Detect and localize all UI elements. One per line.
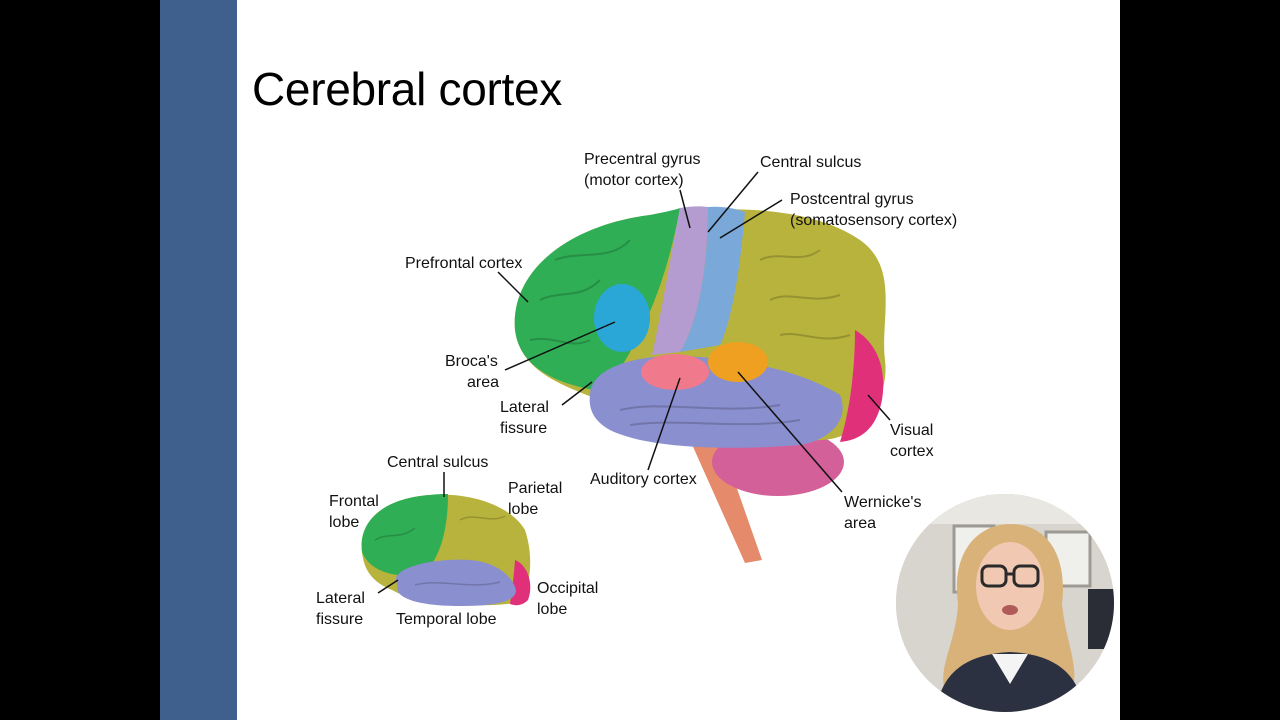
- label-wernickes: Wernicke's: [844, 494, 921, 511]
- presenter-collar: [992, 654, 1028, 684]
- gyri-texture: [529, 239, 851, 426]
- label-motor-cortex: (motor cortex): [584, 172, 684, 189]
- presenter-video-frame: [896, 494, 1114, 712]
- cortex-diagram: Precentral gyrus (motor cortex) Central …: [316, 151, 957, 628]
- label-brocas: Broca's: [445, 353, 498, 370]
- presenter-face: [976, 542, 1044, 630]
- small-frontal-region: [361, 494, 448, 576]
- brainstem: [690, 440, 762, 563]
- small-label-lateral: Lateral: [316, 590, 365, 607]
- slide-sidebar-bar: [160, 0, 237, 720]
- frontal-region: [514, 208, 680, 392]
- somatosensory-region: [680, 206, 745, 352]
- presenter-webcam: [896, 494, 1114, 712]
- motor-cortex-region: [652, 206, 708, 355]
- small-label-parietal-lobe: lobe: [508, 501, 538, 518]
- label-lateral: Lateral: [500, 399, 549, 416]
- slide: Cerebral cortex: [160, 0, 1120, 720]
- auditory-cortex-region: [641, 354, 709, 390]
- label-auditory-cortex: Auditory cortex: [590, 471, 697, 488]
- wernickes-area-region: [708, 342, 768, 382]
- small-label-frontal-lobe: lobe: [329, 514, 359, 531]
- small-label-lateral-fissure: fissure: [316, 611, 363, 628]
- large-brain: [514, 206, 886, 563]
- label-somatosensory-cortex: (somatosensory cortex): [790, 212, 957, 229]
- small-label-occipital: Occipital: [537, 580, 598, 597]
- label-precentral-gyrus: Precentral gyrus: [584, 151, 701, 168]
- small-label-parietal: Parietal: [508, 480, 562, 497]
- glasses-icon: [980, 564, 1040, 588]
- label-postcentral-gyrus: Postcentral gyrus: [790, 191, 914, 208]
- label-visual: Visual: [890, 422, 933, 439]
- presenter-mouth: [1002, 605, 1018, 615]
- small-temporal-region: [396, 559, 516, 606]
- visual-cortex-region: [840, 330, 884, 442]
- label-visual-cortex: cortex: [890, 443, 934, 460]
- slide-title: Cerebral cortex: [252, 63, 562, 115]
- label-wernickes-area: area: [844, 515, 876, 532]
- label-lateral-fissure: fissure: [500, 420, 547, 437]
- small-label-central-sulcus: Central sulcus: [387, 454, 488, 471]
- label-prefrontal-cortex: Prefrontal cortex: [405, 255, 522, 272]
- large-leader-lines: [497, 171, 891, 493]
- small-label-temporal-lobe: Temporal lobe: [396, 611, 497, 628]
- small-leader-lines: [377, 472, 445, 594]
- small-label-frontal: Frontal: [329, 493, 379, 510]
- small-gyri-texture: [374, 515, 506, 586]
- brocas-area-region: [594, 284, 650, 352]
- label-central-sulcus: Central sulcus: [760, 154, 861, 171]
- small-brain: [361, 494, 531, 606]
- small-label-occipital-lobe: lobe: [537, 601, 567, 618]
- label-brocas-area: area: [467, 374, 499, 391]
